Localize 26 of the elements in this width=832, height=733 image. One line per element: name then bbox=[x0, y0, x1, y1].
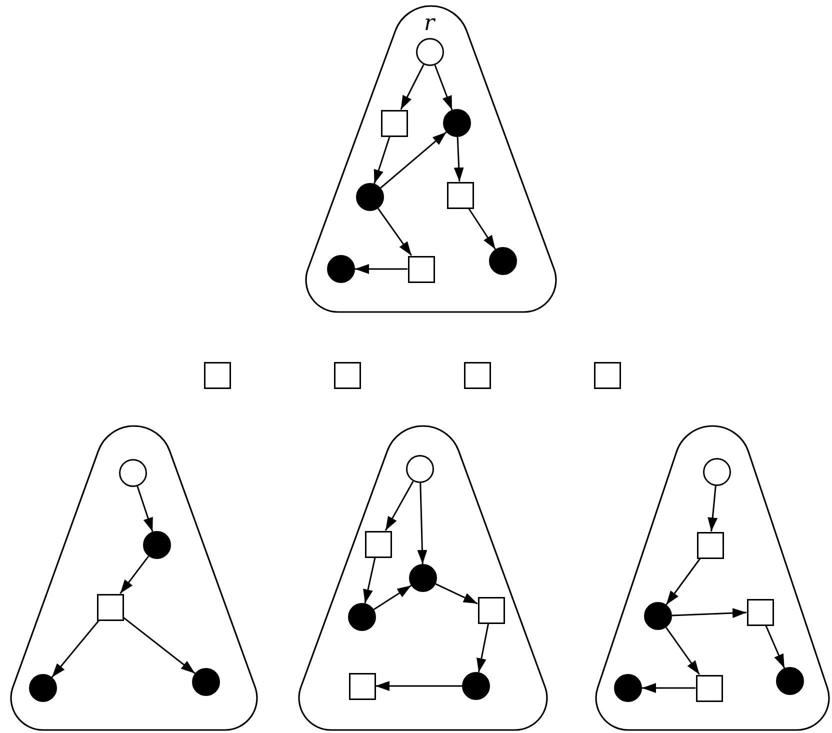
arrow bbox=[642, 683, 696, 693]
arrow bbox=[120, 556, 150, 594]
arrow bbox=[374, 136, 390, 184]
arrow bbox=[454, 136, 464, 182]
arrow bbox=[434, 64, 453, 110]
arrow bbox=[672, 608, 747, 618]
arrow bbox=[376, 681, 462, 691]
arrow bbox=[476, 623, 490, 672]
arrow bbox=[377, 208, 412, 256]
arrow bbox=[417, 482, 428, 564]
arrow bbox=[123, 616, 196, 674]
arrow bbox=[136, 486, 154, 532]
arrow bbox=[355, 264, 408, 274]
arrow bbox=[708, 486, 718, 532]
arrow bbox=[373, 584, 412, 610]
arrow bbox=[384, 480, 414, 531]
arrow bbox=[51, 620, 100, 678]
root-label: r bbox=[424, 13, 435, 35]
arrow bbox=[363, 557, 376, 604]
arrow bbox=[435, 583, 478, 604]
arrow bbox=[400, 64, 424, 110]
arrow bbox=[765, 625, 786, 668]
arrow bbox=[468, 208, 496, 250]
arrow bbox=[666, 558, 701, 606]
arrow bbox=[665, 627, 700, 675]
arrow bbox=[380, 132, 447, 188]
